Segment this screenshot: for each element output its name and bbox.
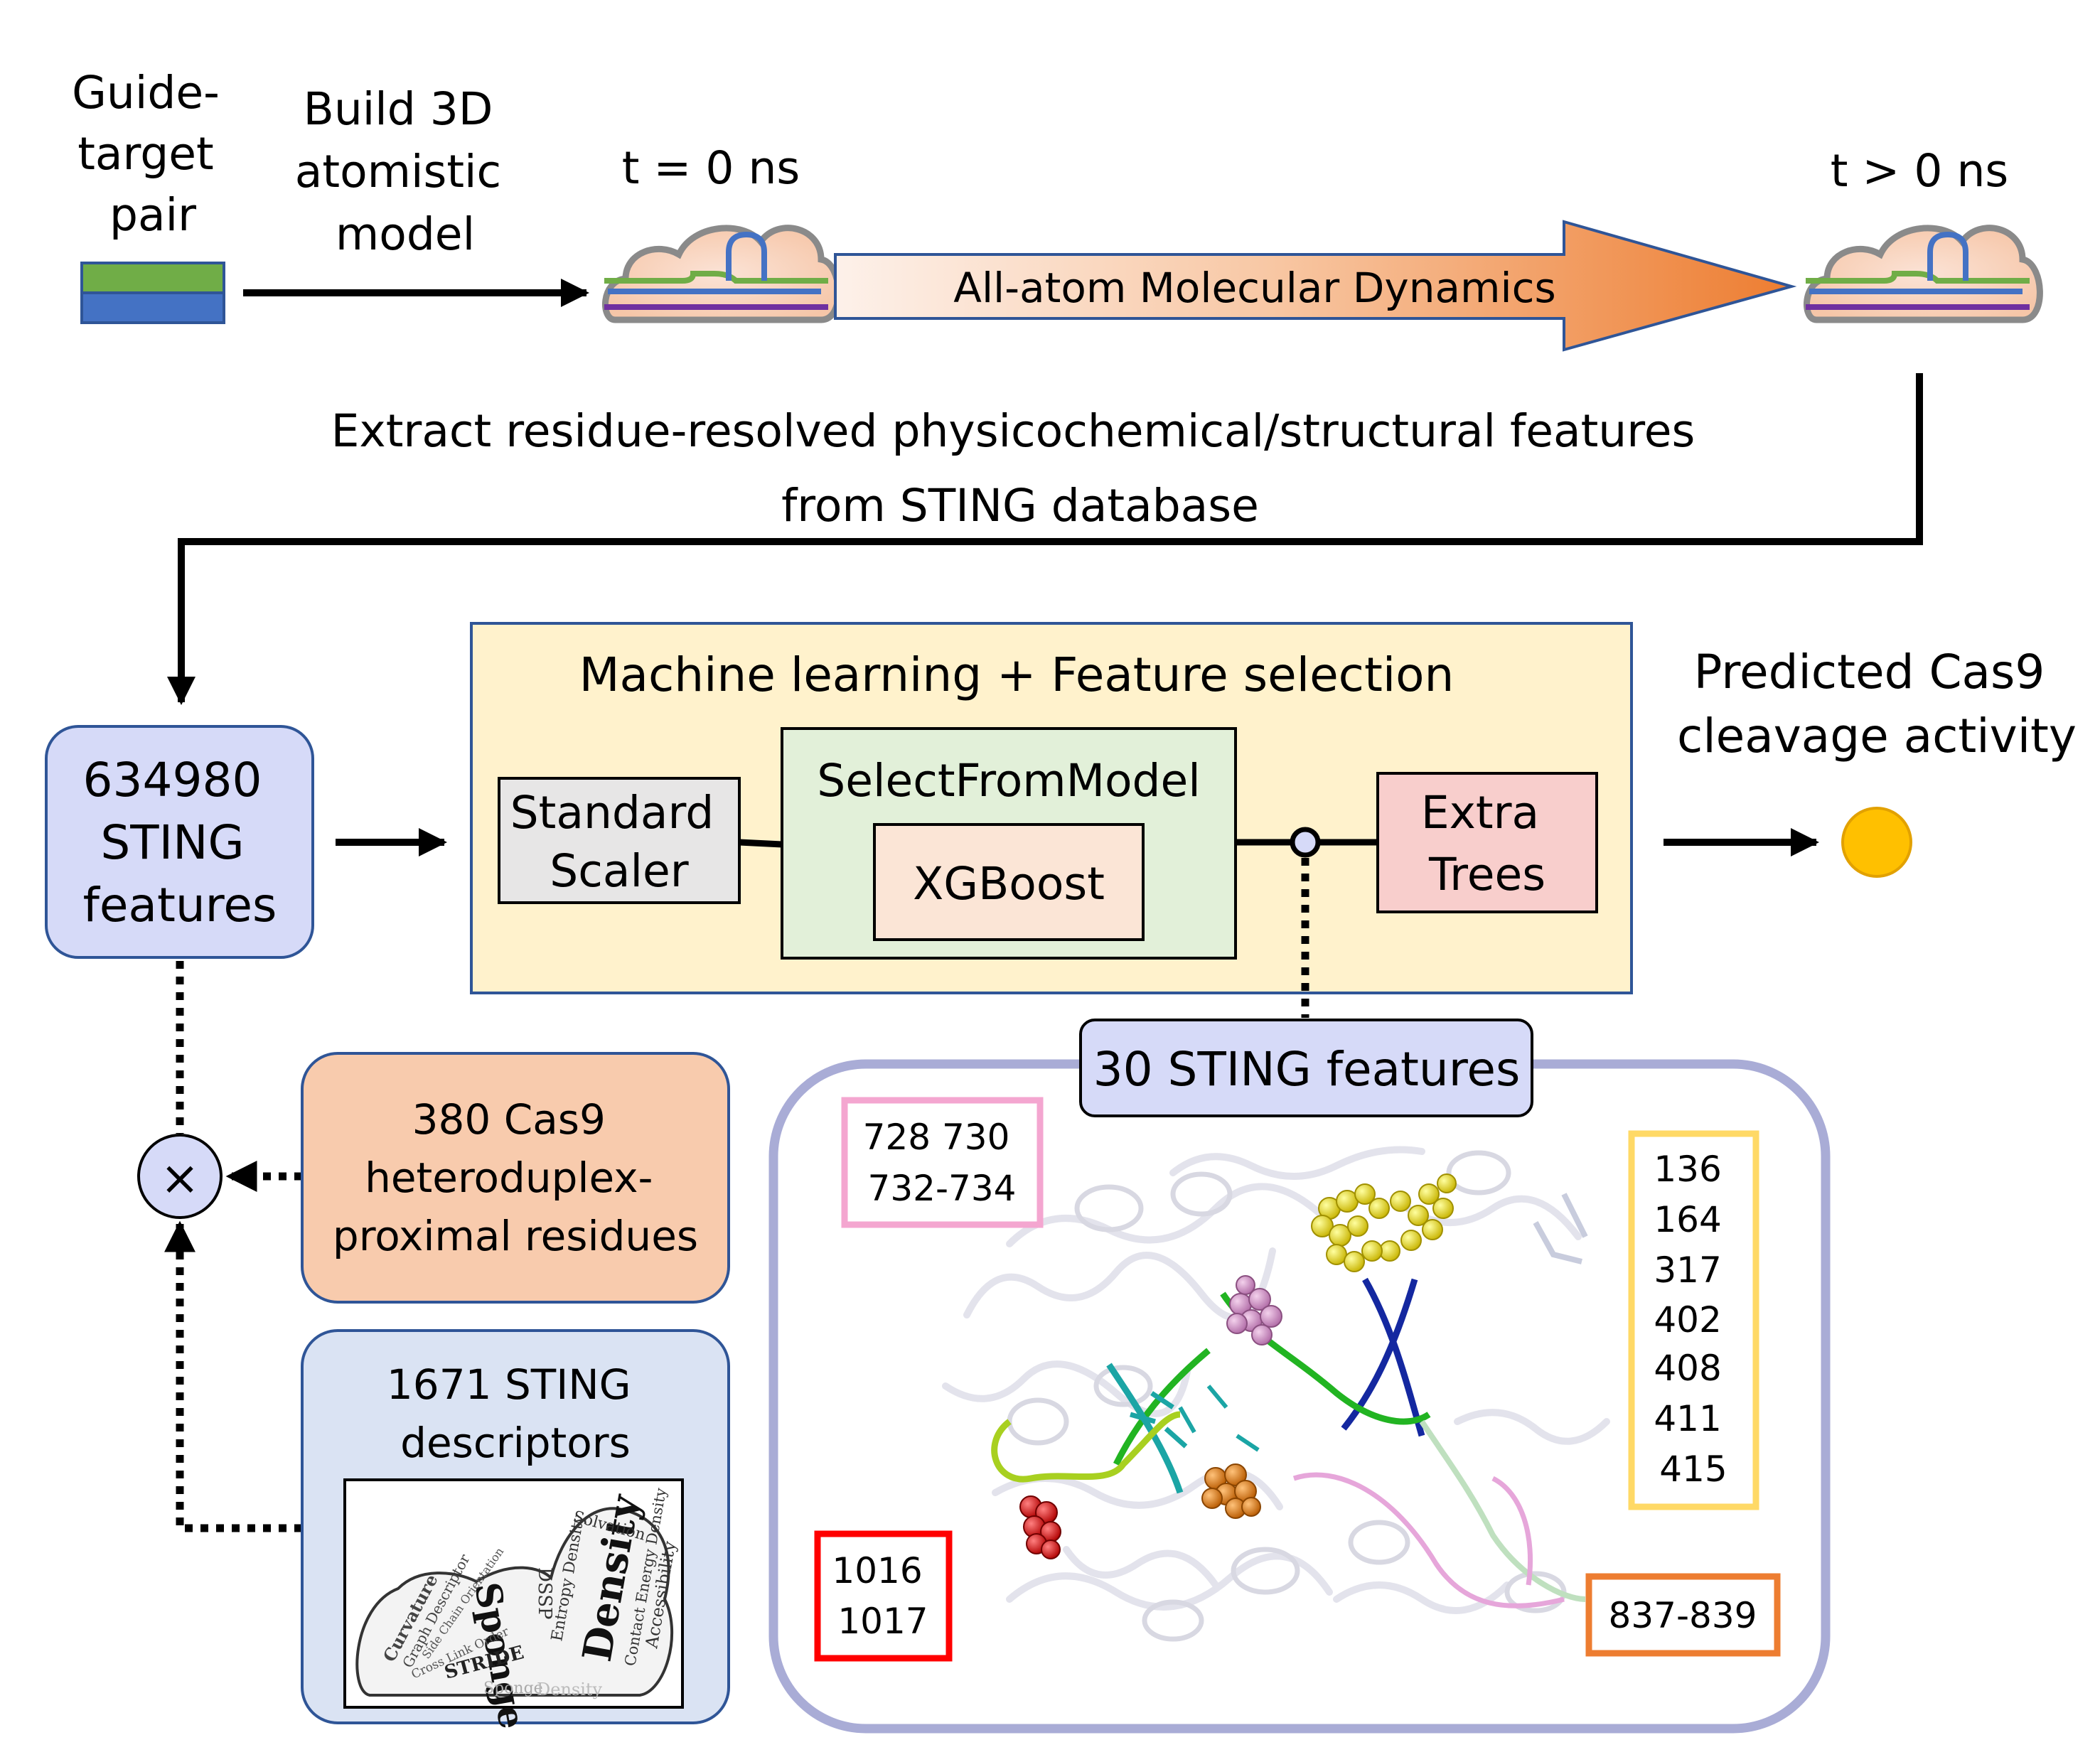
t0-label: t = 0 ns [622,142,800,194]
descriptors-dotted-arrow [164,1220,302,1532]
svg-text:DSSP: DSSP [534,1567,555,1620]
feature-tap-node [1290,827,1321,858]
red-residues-text: 1016 1017 [832,1550,933,1642]
extra-trees-text: Extra Trees [1421,787,1553,901]
selected-features-box [1079,1019,1533,1117]
orange-residues-box [1585,1573,1781,1657]
md-label: All-atom Molecular Dynamics [953,264,1555,312]
orange-residues-text: 837-839 [1609,1595,1757,1636]
standard-scaler-box [498,777,741,904]
extract-connector [167,373,1923,705]
xgboost-box [873,823,1145,941]
yellow-residues-text: 136 164 317 402 408 411 415 [1654,1149,1732,1490]
target-strand-bar [80,291,225,324]
descriptors-box-text: 1671 STING descriptors [387,1360,644,1467]
multiply-node [137,1134,223,1219]
cas9-structure-image [942,1146,1610,1642]
residues-box-text: 380 Cas9 heteroduplex- proximal residues [333,1095,698,1260]
word-cloud-shape [355,1507,674,1697]
svg-text:Density: Density [537,1680,603,1699]
ml-title: Machine learning + Feature selection [579,648,1455,702]
selected-features-text: 30 STING features [1093,1042,1521,1097]
standard-scaler-text: Standard Scaler [510,787,729,897]
guide-strand-bar [80,262,225,294]
features-box-text: 634980 STING features [83,753,277,933]
md-arrow [834,220,1797,352]
red-residues-box [814,1530,953,1662]
cas9-complex-t-icon [1806,228,2040,320]
multiply-symbol: × [160,1151,199,1205]
output-label: Predicted Cas9 cleavage activity [1677,645,2077,763]
guide-target-label: Guide- target pair [72,67,234,241]
yellow-residues-box [1628,1130,1759,1510]
tpos-label: t > 0 ns [1831,145,2008,197]
pink-residues-text: 728 730 732-734 [863,1117,1022,1209]
pipe-connector [739,839,783,848]
features-box [45,725,314,959]
build-model-label: Build 3D atomistic model [295,83,515,260]
residues-box [301,1052,730,1304]
svg-text:Sponge: Sponge [483,1680,543,1697]
extra-trees-box [1376,772,1598,913]
extract-label: Extract residue-resolved physicochemical… [331,405,1710,532]
pink-residues-box [841,1097,1044,1228]
xgboost-text: XGBoost [913,858,1105,910]
cas9-complex-t0-icon [604,228,838,320]
output-dot [1841,807,1912,878]
select-from-model-text: SelectFromModel [817,755,1201,807]
